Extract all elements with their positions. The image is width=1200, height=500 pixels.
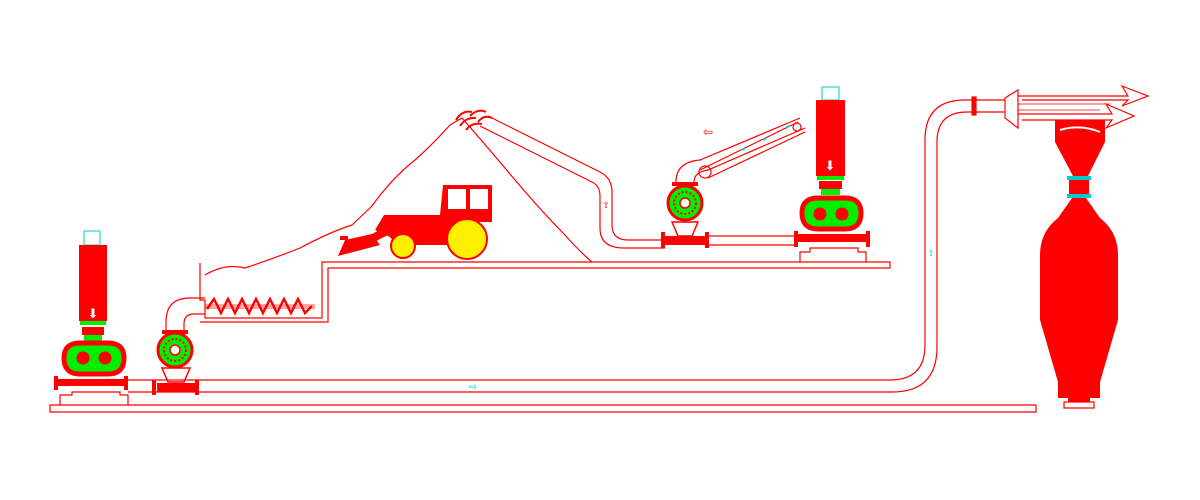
- roots-blower-icon: [799, 195, 864, 232]
- upper-pickup-pipe: ⇧: [479, 115, 665, 249]
- rear-wheel: [446, 218, 488, 260]
- discharge-arrows: [1004, 84, 1150, 130]
- wheel-loader: [338, 185, 492, 260]
- screw-conveyor-icon: [205, 296, 313, 316]
- down-arrow-icon: ⬇: [825, 158, 836, 173]
- belt-conveyor: ⇦: [675, 117, 806, 183]
- screw-feeder: [199, 261, 891, 323]
- cyclone-icon: [1055, 120, 1105, 176]
- main-conveying-pipe: [128, 96, 1005, 393]
- down-arrow-icon: ⬇: [88, 306, 99, 321]
- double-arrow-icon: [1018, 84, 1150, 107]
- ground-line: [49, 404, 1037, 413]
- blower-left: ⬇: [54, 230, 129, 405]
- cyclone-separator: [1055, 120, 1105, 198]
- silencer-right: [816, 100, 845, 176]
- silo-icon: [1040, 198, 1118, 398]
- up-arrow-icon: ⇧: [927, 248, 935, 258]
- filter-cap-icon: [83, 230, 101, 246]
- rotary-valve-left: [152, 330, 199, 395]
- right-arrow-icon: ⇨: [469, 382, 477, 393]
- belt-conveyor-icon: [699, 121, 806, 179]
- front-wheel: [390, 233, 416, 259]
- left-arrow-icon: ⇦: [703, 125, 713, 139]
- storage-silo: [1040, 198, 1118, 409]
- filter-cap-icon: [821, 86, 840, 101]
- rotary-valve-right: [661, 182, 709, 248]
- stockpile-icon: [204, 117, 593, 276]
- roots-blower-icon: [61, 340, 127, 377]
- feed-elbow-left: [165, 297, 205, 330]
- material-pile: [204, 109, 593, 276]
- pipe-valve-to-blower-right: [709, 235, 798, 246]
- up-arrow-icon: ⇧: [602, 200, 610, 210]
- silencer-left: [79, 245, 107, 321]
- blower-right: ⬇: [794, 86, 870, 262]
